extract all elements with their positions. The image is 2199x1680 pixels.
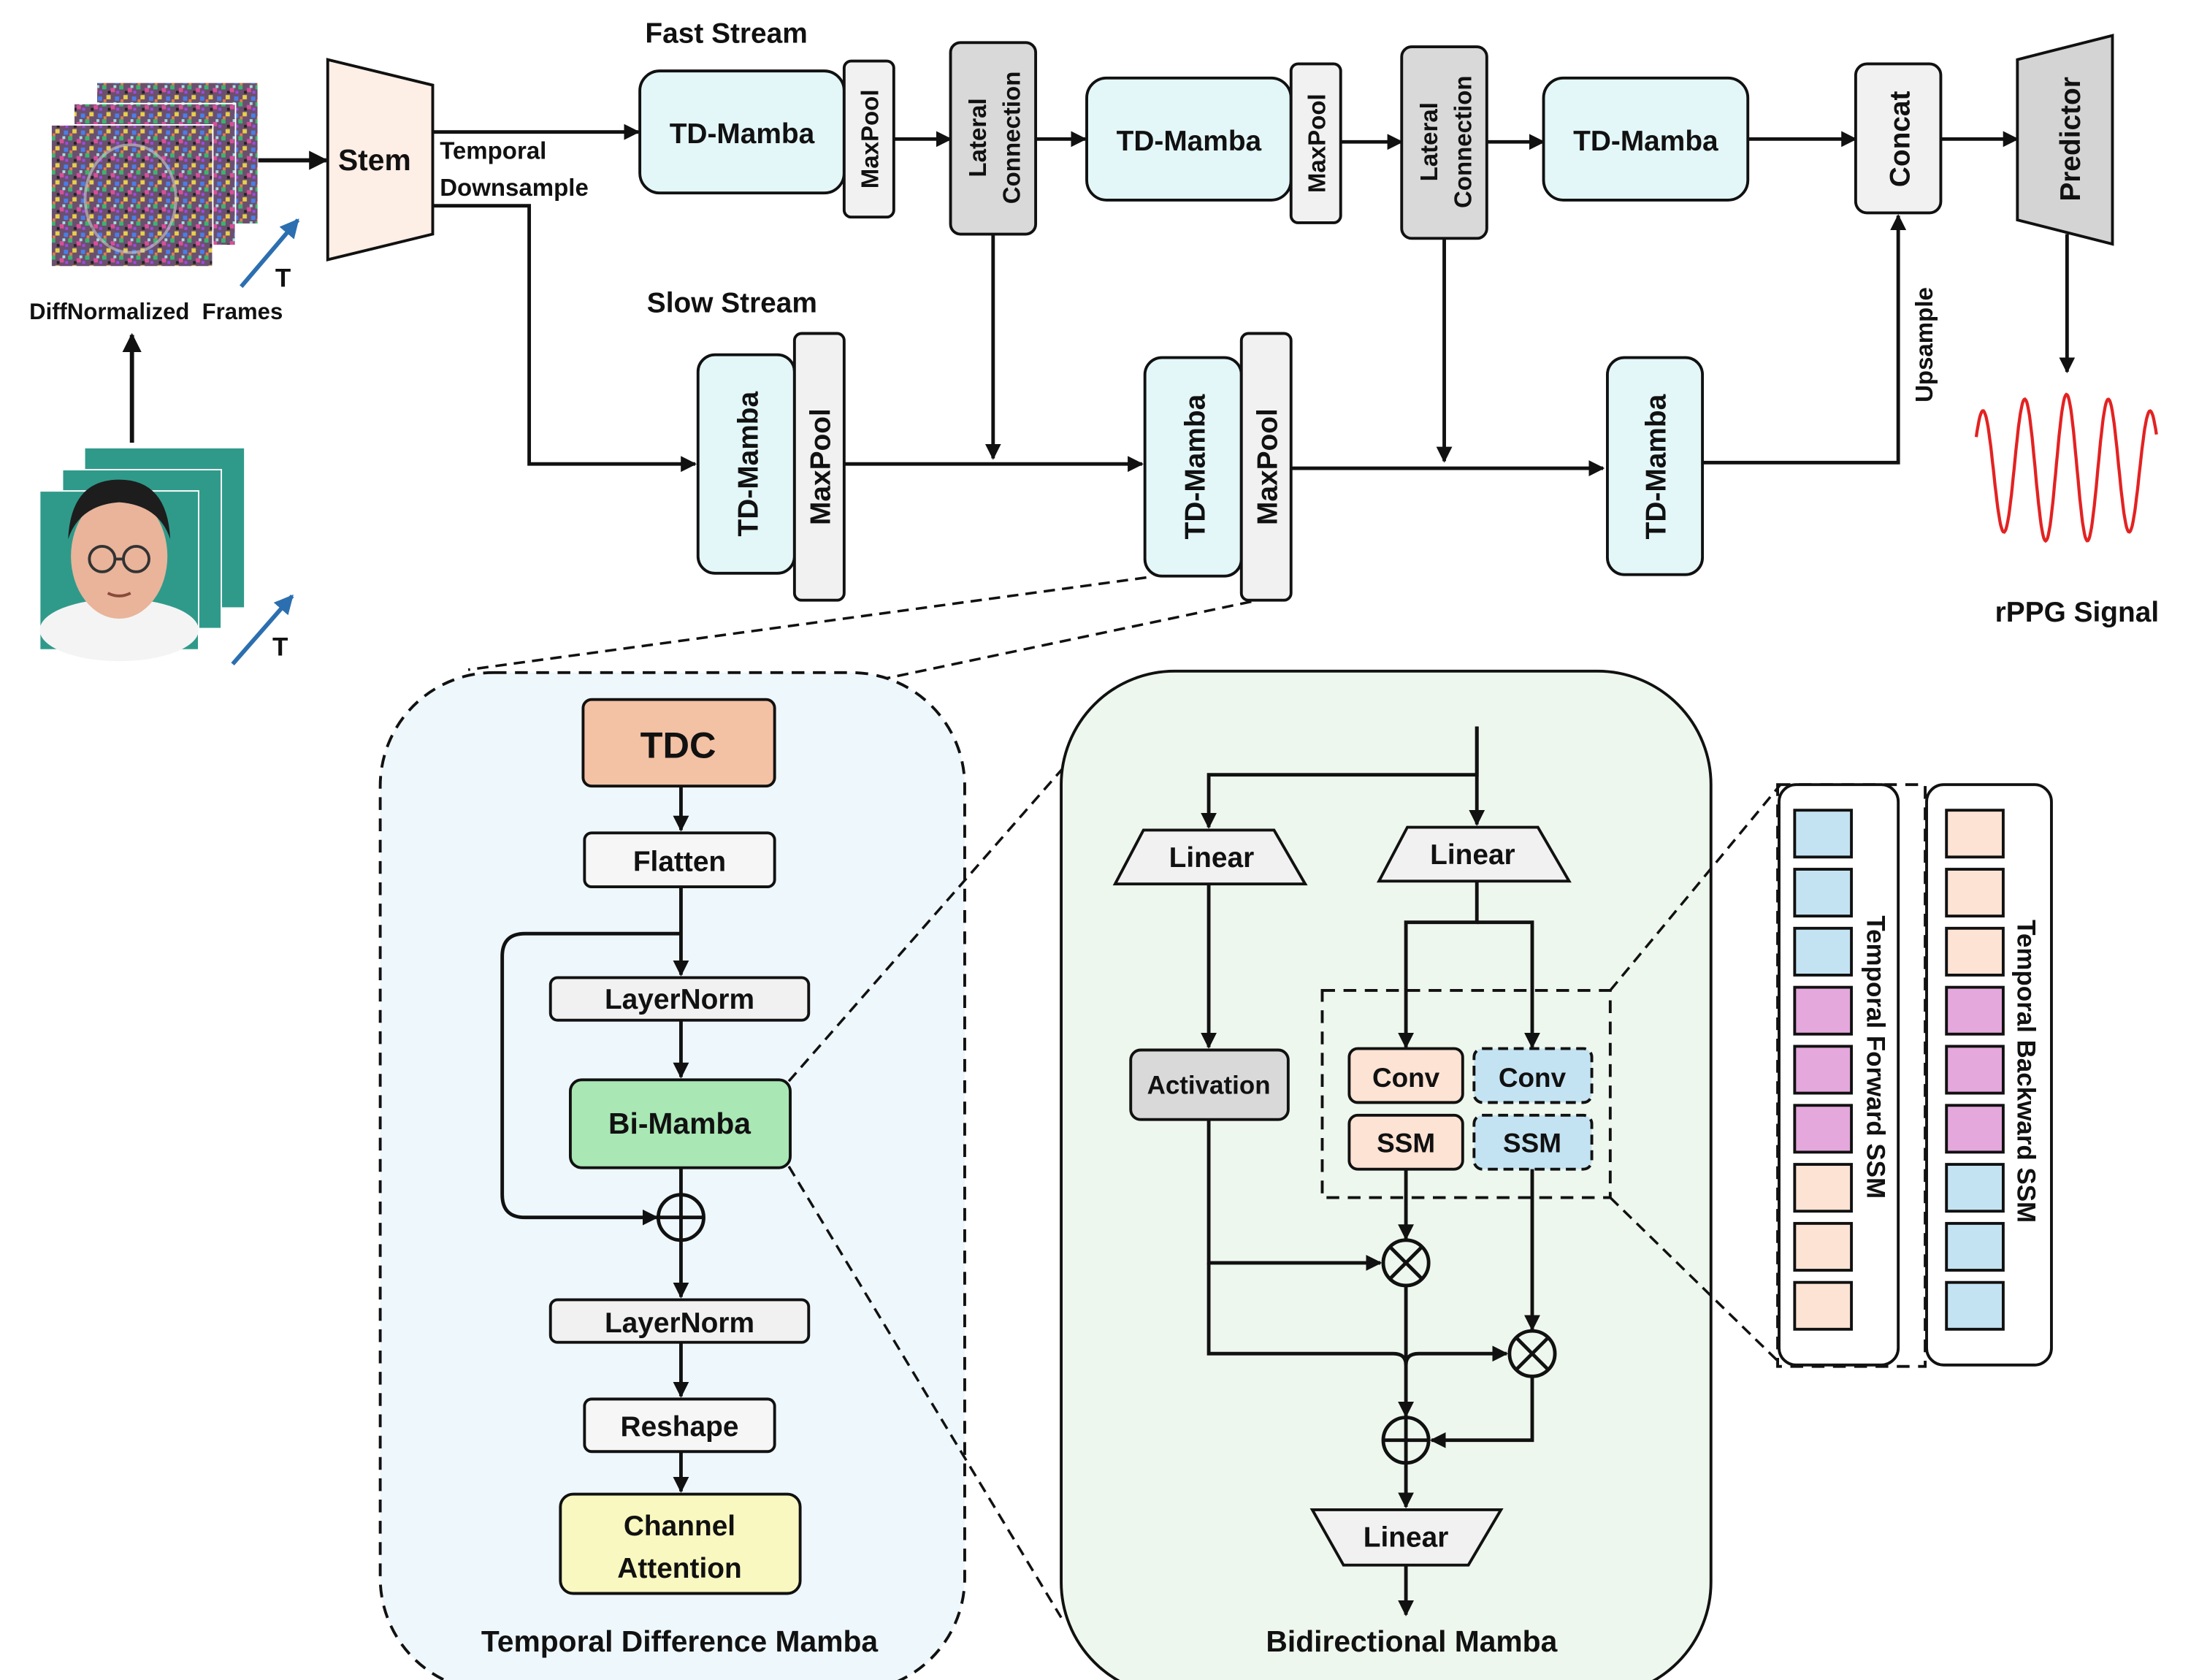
channel-attention-block [559,1492,802,1595]
backward-ssm-cell-5 [1945,1045,2005,1095]
slow-stream-title: Slow Stream [647,287,817,318]
concat-label: Concat [1885,91,1916,187]
fast-td-mamba-1-label: TD-Mamba [670,118,815,150]
concat-block [1854,62,1943,215]
conv-backward-block [1472,1047,1594,1104]
add-node-icon [1381,1416,1431,1465]
forward-ssm-cell-9 [1793,1280,1854,1331]
ssm-forward-label: SSM [1377,1128,1435,1158]
rppg-signal-wave [1974,392,2158,543]
slow-maxpool-2-label: MaxPool [1252,408,1283,525]
forward-ssm-cell-2 [1793,868,1854,918]
linear-left-label: Linear [1169,842,1255,874]
channel-attention-label-2: Attention [617,1553,741,1584]
backward-ssm-cells [1945,809,2005,1331]
fast-maxpool-1 [842,59,895,219]
channel-attention-label-1: Channel [624,1511,735,1542]
face-time-arrow [231,594,294,666]
forward-ssm-cells [1793,809,1854,1331]
tdc-block [581,698,776,788]
fast-td-mamba-3-label: TD-Mamba [1573,126,1718,157]
linear-right-label: Linear [1430,839,1515,871]
lateral-connection-1-label-2: Connection [998,72,1025,205]
reshape-label: Reshape [621,1411,739,1443]
ssm-backward-block [1472,1113,1594,1171]
slow-td-mamba-2-label: TD-Mamba [1179,394,1211,539]
frames-label: DiffNormalized Frames [29,299,283,324]
frames-time-arrow [240,218,300,289]
stem-label: Stem [338,143,411,177]
residual-add-icon [656,1193,705,1242]
activation-label: Activation [1147,1072,1271,1100]
forward-ssm-label: Temporal Forward SSM [1861,915,1889,1199]
fast-maxpool-2-label: MaxPool [1303,93,1330,193]
temporal-downsample-label-1: Temporal [440,137,546,164]
forward-ssm-cell-6 [1793,1104,1854,1154]
forward-ssm-cell-7 [1793,1163,1854,1213]
linear-out-label: Linear [1364,1521,1449,1553]
lateral-connection-2-label-2: Connection [1449,75,1476,208]
backward-ssm-cell-4 [1945,985,2005,1036]
bi-mamba-label: Bi-Mamba [608,1107,751,1140]
fast-maxpool-2 [1289,62,1342,224]
predictor-block [2016,34,2114,246]
linear-left-block [1112,828,1308,886]
backward-ssm-cell-2 [1945,868,2005,918]
slow-td-mamba-3 [1605,356,1705,576]
slow-maxpool-1 [792,332,846,602]
backward-ssm-cell-1 [1945,809,2005,859]
backward-ssm-cell-3 [1945,926,2005,977]
forward-ssm-cell-4 [1793,985,1854,1036]
conv-forward-block [1347,1047,1464,1104]
backward-ssm-cell-7 [1945,1163,2005,1213]
slow-maxpool-1-label: MaxPool [805,408,836,525]
conv-forward-label: Conv [1372,1063,1440,1093]
tdm-title: Temporal Difference Mamba [481,1624,878,1658]
tdc-label: TDC [640,724,716,765]
forward-ssm-cell-8 [1793,1221,1854,1272]
fast-stream-title: Fast Stream [645,18,807,49]
predictor-label: Predictor [2055,77,2087,202]
conv-ssm-region [1320,988,1612,1199]
temporal-downsample-label-2: Downsample [440,174,589,201]
forward-ssm-cell-5 [1793,1045,1854,1095]
fast-td-mamba-3 [1542,76,1750,202]
flatten-label: Flatten [633,847,726,878]
linear-right-block [1376,825,1572,883]
backward-ssm-cell-8 [1945,1221,2005,1272]
fast-td-mamba-2-label: TD-Mamba [1117,126,1262,157]
lateral-connection-2-label-1: Lateral [1415,102,1442,181]
face-frames [39,448,245,662]
face-time-label: T [272,633,288,661]
bim-panel [1060,669,1713,1680]
backward-ssm-label: Temporal Backward SSM [2011,920,2040,1223]
bim-title: Bidirectional Mamba [1266,1624,1557,1658]
tdm-panel [378,671,966,1680]
rppg-signal-label: rPPG Signal [1995,597,2160,628]
stem-block [326,58,435,261]
backward-ssm-cell-9 [1945,1280,2005,1331]
lateral-connection-1-label-1: Lateral [964,98,991,177]
forward-ssm-cell-3 [1793,926,1854,977]
layernorm-2-label: LayerNorm [605,1307,754,1339]
frames-time-label: T [275,264,291,292]
slow-maxpool-2 [1239,332,1293,602]
layernorm-1-label: LayerNorm [605,984,754,1015]
conv-backward-label: Conv [1499,1063,1567,1093]
slow-td-mamba-1-label: TD-Mamba [733,392,764,537]
diffnormalized-frames [50,81,259,268]
forward-ssm-cell-1 [1793,809,1854,859]
upsample-label: Upsample [1911,287,1938,402]
linear-out-block [1309,1508,1504,1567]
fast-maxpool-1-label: MaxPool [856,89,883,188]
ssm-backward-label: SSM [1503,1128,1561,1158]
slow-td-mamba-3-label: TD-Mamba [1641,394,1672,539]
backward-ssm-cell-6 [1945,1104,2005,1154]
